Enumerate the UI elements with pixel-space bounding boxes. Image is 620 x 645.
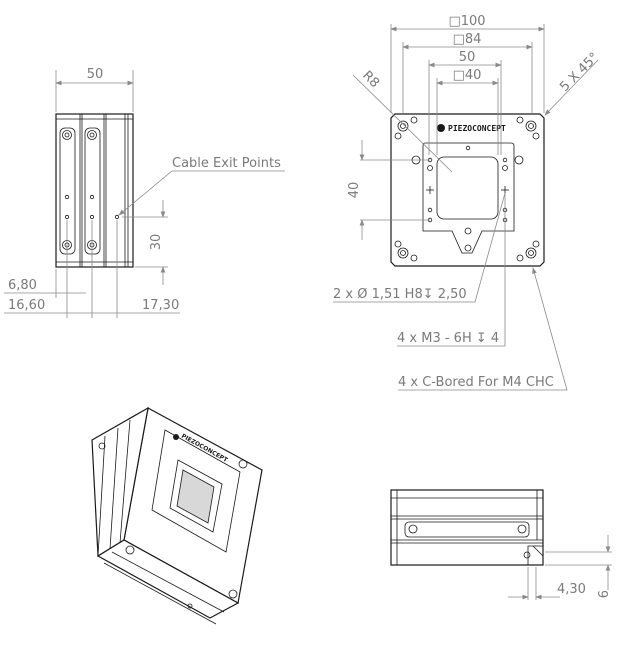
dim-84: □84 [453, 32, 482, 47]
bottom-view: 4,30 9 [390, 489, 612, 600]
pin-hole-note: 2 x Ø 1,51 H8↧ 2,50 [333, 287, 467, 302]
side-width-dim: 50 [87, 67, 104, 82]
dim-50: 50 [459, 50, 476, 65]
counterbore-note: 4 x C-Bored For M4 CHC [398, 375, 554, 390]
front-view: PIEZOCONCEPT □100 □84 50 □40 40 R8 5 X 4… [333, 14, 602, 391]
chamfer-label: 5 X 45° [557, 50, 602, 95]
isometric-view: PIEZOCONCEPT [91, 406, 263, 625]
dim-40-vertical: 40 [347, 182, 362, 199]
dim-16-60: 16,60 [8, 298, 45, 313]
side-view: 50 Cable Exit Points 30 6,80 16,60 17,30 [4, 67, 285, 318]
dim-9: 9 [594, 590, 609, 598]
radius-label: R8 [359, 68, 382, 91]
dim-6-80: 6,80 [8, 278, 37, 293]
logo: PIEZOCONCEPT [448, 124, 506, 133]
side-height-dim: 30 [149, 234, 164, 251]
dim-40-square: □40 [453, 68, 482, 83]
dim-4-30: 4,30 [557, 582, 586, 597]
dim-100: □100 [448, 14, 485, 29]
cable-exit-label: Cable Exit Points [172, 156, 281, 171]
m3-thread-note: 4 x M3 - 6H ↧ 4 [397, 331, 499, 346]
dim-17-30: 17,30 [142, 298, 179, 313]
